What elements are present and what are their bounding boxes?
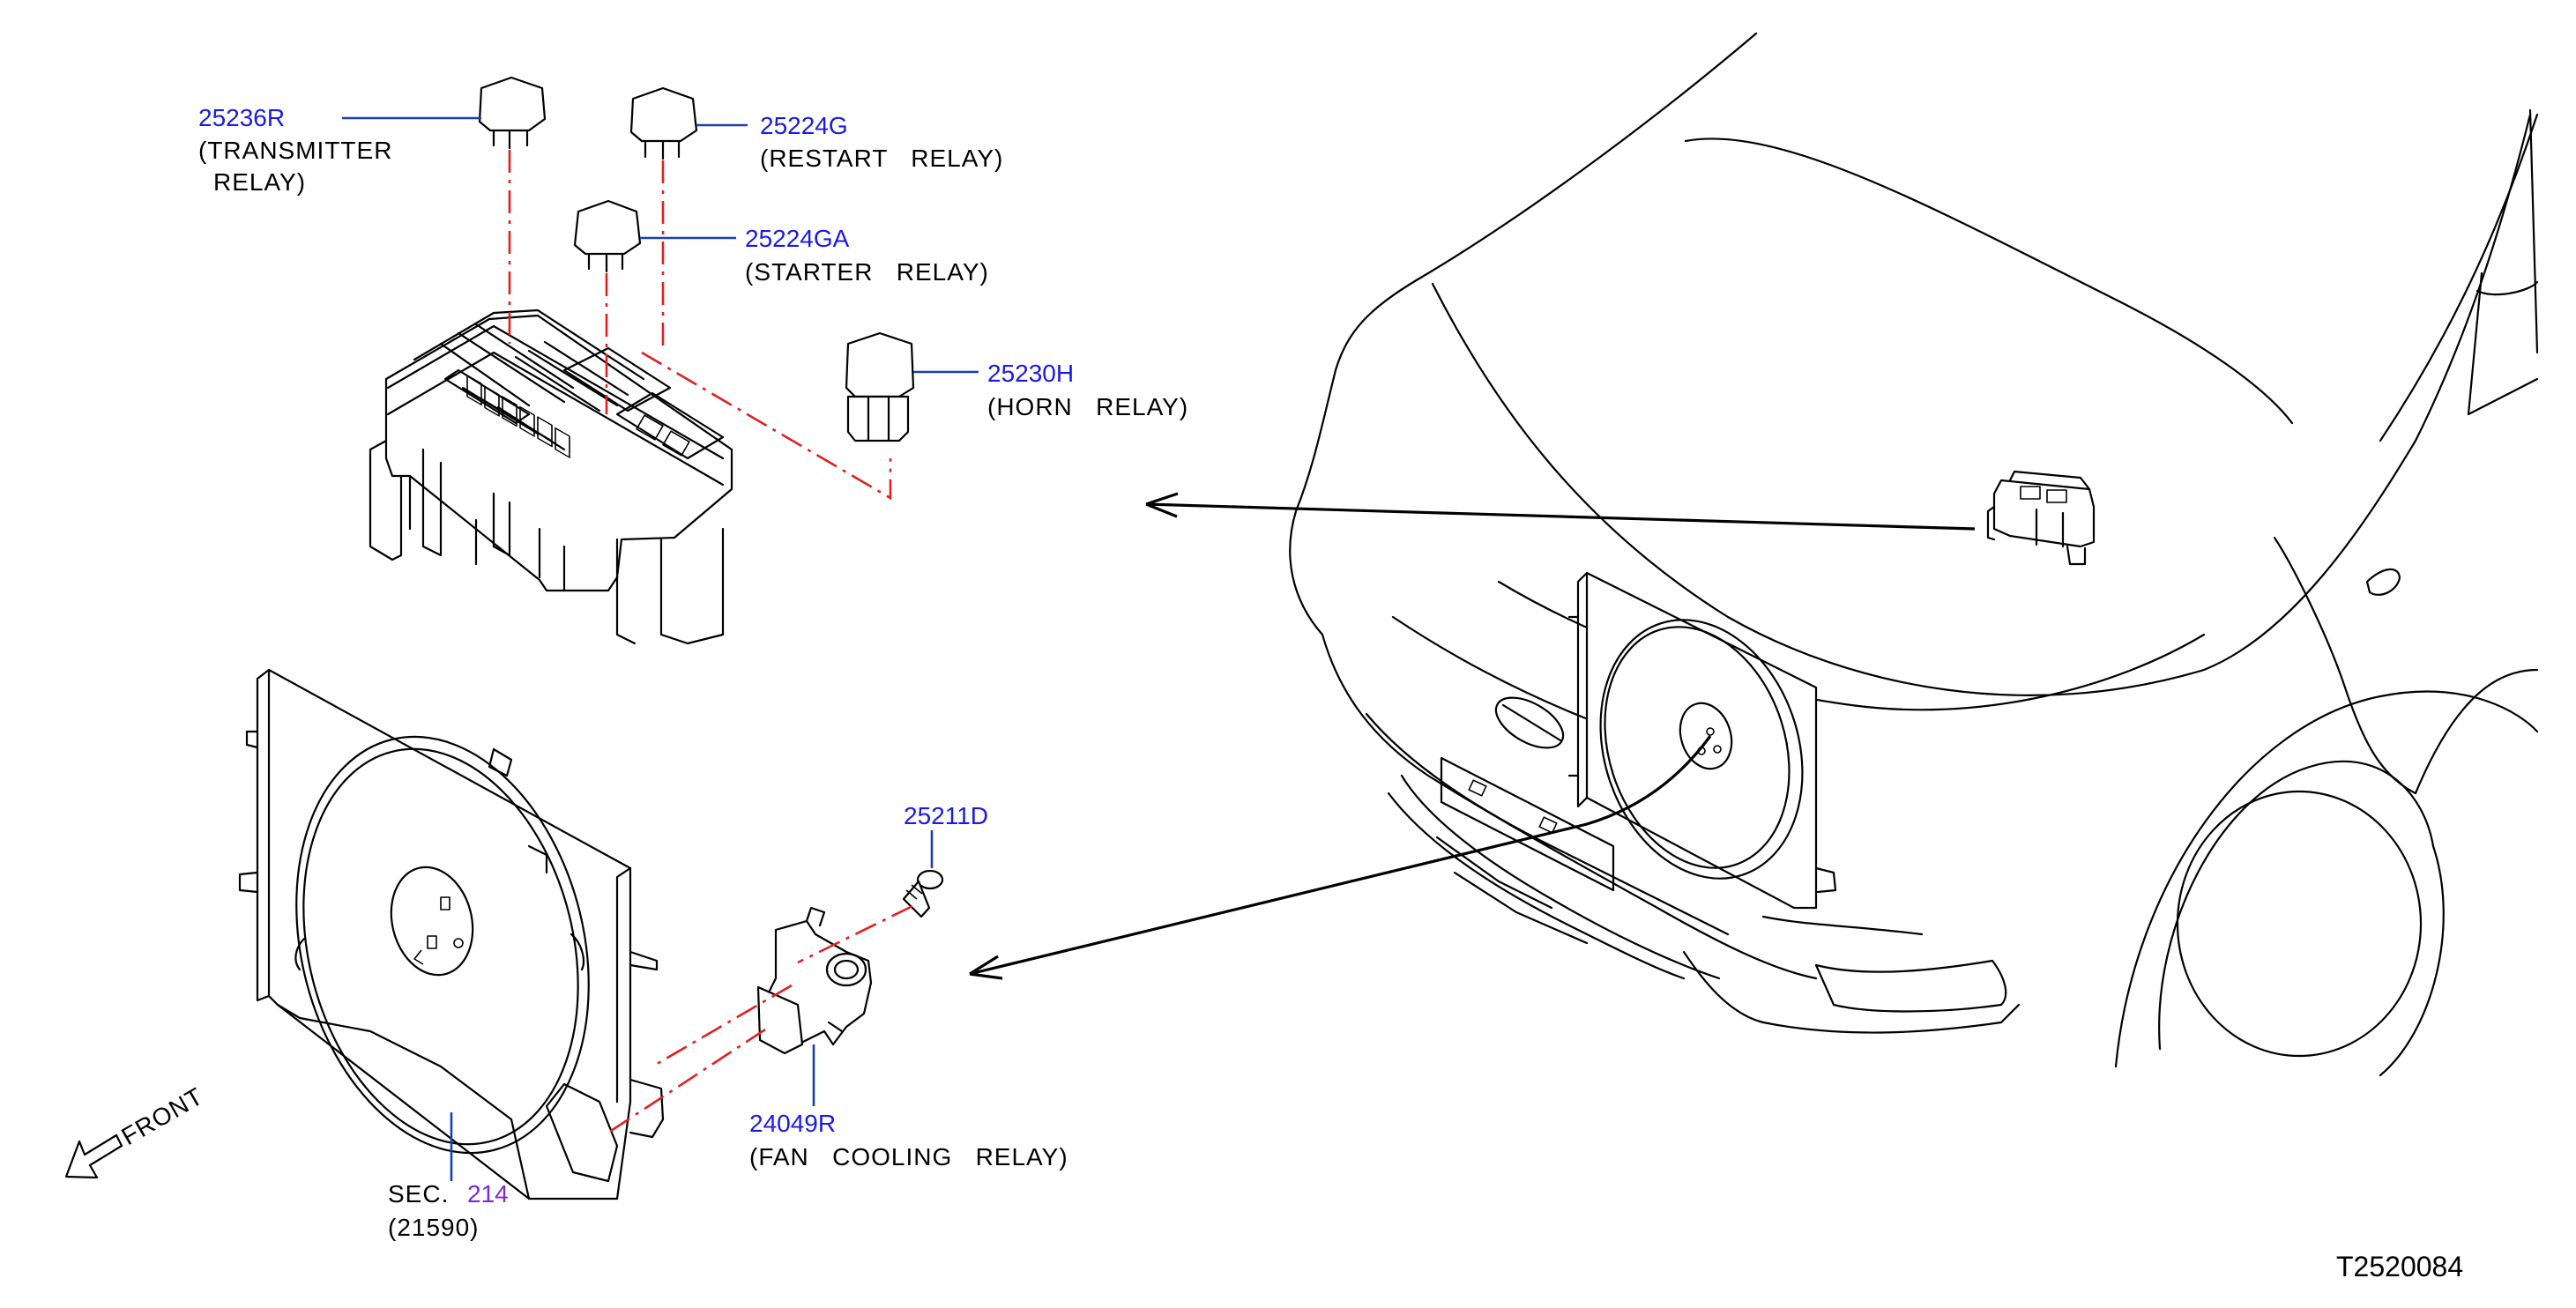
desc-transmitter-line2: RELAY) xyxy=(213,168,306,196)
fan-shroud-in-car xyxy=(1567,571,1837,910)
part-number-25230H: 25230H xyxy=(987,360,1074,387)
section-number-214: 214 xyxy=(467,1180,509,1208)
part-number-25211D: 25211D xyxy=(904,802,988,829)
desc-horn-relay: (HORN RELAY) xyxy=(987,393,1188,420)
fan-cooling-relay xyxy=(756,906,873,1055)
assembly-lines-fan xyxy=(607,904,913,1134)
transmitter-relay xyxy=(478,76,547,150)
restart-relay xyxy=(629,86,698,160)
leader-lines-fan xyxy=(450,830,934,1181)
fan-shroud-assembly xyxy=(238,668,665,1200)
desc-starter-relay: (STARTER RELAY) xyxy=(745,258,989,286)
relay-box-assembly xyxy=(369,308,733,645)
section-prefix: SEC. xyxy=(388,1180,449,1208)
assembly-lines-relay-box xyxy=(508,150,892,501)
relay-box-in-car xyxy=(1986,470,2096,566)
fuse-sockets xyxy=(466,375,570,458)
desc-fan-cooling-relay: (FAN COOLING RELAY) xyxy=(749,1143,1068,1171)
desc-transmitter-line1: (TRANSMITTER xyxy=(198,137,392,164)
diagram-code: T2520084 xyxy=(2336,1251,2463,1282)
car-front-outline xyxy=(1289,32,2539,1077)
callout-arrows xyxy=(969,492,1976,980)
screw-25211D xyxy=(902,869,944,918)
leader-lines-relay-box xyxy=(342,116,979,374)
starter-relay xyxy=(573,199,642,273)
section-subref: (21590) xyxy=(388,1214,480,1241)
front-direction-indicator: FRONT xyxy=(64,1082,208,1179)
horn-relay xyxy=(845,331,915,442)
part-number-24049R: 24049R xyxy=(749,1110,836,1137)
front-label: FRONT xyxy=(117,1082,208,1151)
desc-restart-relay: (RESTART RELAY) xyxy=(760,145,1003,172)
part-number-25224G: 25224G xyxy=(760,112,848,139)
part-number-25236R: 25236R xyxy=(198,104,285,131)
part-number-25224GA: 25224GA xyxy=(745,225,850,252)
